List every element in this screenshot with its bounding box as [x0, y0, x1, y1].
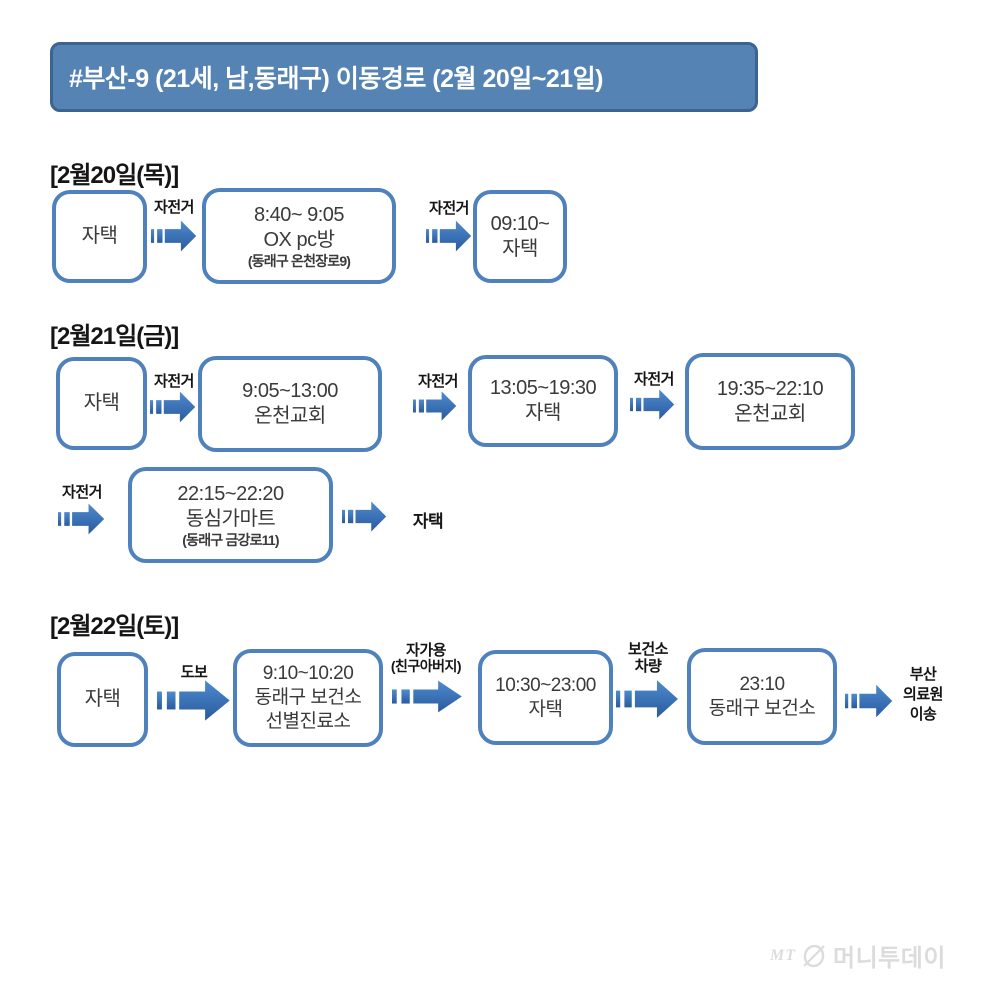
striped-arrow-icon — [630, 389, 675, 420]
stop-time: 10:30~23:00 — [495, 674, 596, 696]
stop-address: (동래구 온천장로9) — [247, 252, 351, 269]
stop-place: 자택 — [528, 698, 563, 720]
page-title: #부산-9 (21세, 남,동래구) 이동경로 (2월 20일~21일) — [69, 65, 603, 93]
striped-arrow-icon — [58, 503, 105, 535]
stop-place: 동심가마트 — [185, 507, 276, 530]
end-line3: 이송 — [909, 706, 937, 723]
mt-logo-text: MT — [770, 946, 796, 964]
day1-arrow2-label: 자전거 — [429, 200, 469, 217]
stop-place: 동래구 보건소 — [708, 697, 816, 719]
day3-arrow1-label: 도보 — [180, 664, 208, 681]
day1-stop2-box: 09:10~ 자택 — [473, 190, 567, 283]
striped-arrow-icon — [413, 391, 457, 421]
stop-time: 09:10~ — [490, 212, 550, 235]
stop-place: 동래구 보건소 — [254, 687, 362, 708]
stop-time: 8:40~ 9:05 — [253, 203, 345, 226]
day2-home-box: 자택 — [56, 357, 147, 450]
publisher-watermark: MT 머니투데이 — [770, 938, 946, 973]
stop-place: OX pc방 — [263, 228, 335, 251]
day3-label: [2월22일(토)] — [50, 613, 179, 640]
day3-end-block: 부산 의료원 이송 — [893, 665, 953, 725]
day2-label: [2월21일(금)] — [50, 323, 179, 350]
stop-place: 자택 — [502, 237, 538, 260]
day3-arrow2-label1: 자가용 — [406, 642, 446, 659]
end-line2: 의료원 — [903, 686, 943, 703]
day2-home-label: 자택 — [83, 392, 120, 414]
day1-stop1-box: 8:40~ 9:05 OX pc방 (동래구 온천장로9) — [202, 188, 396, 284]
day2-arrow2-label: 자전거 — [418, 373, 458, 390]
day1-home-box: 자택 — [52, 190, 147, 283]
striped-arrow-icon — [845, 684, 893, 718]
day1-home-label: 자택 — [81, 225, 118, 247]
publisher-name: 머니투데이 — [833, 945, 946, 972]
stop-time: 23:10 — [739, 673, 785, 695]
day2-stop1-box: 9:05~13:00 온천교회 — [198, 356, 382, 452]
striped-arrow-icon — [342, 501, 387, 532]
striped-arrow-icon — [157, 680, 230, 721]
day2-arrow1-label: 자전거 — [154, 373, 194, 390]
day3-arrow3-label1: 보건소 — [628, 641, 668, 658]
day2-arrow4-label: 자전거 — [62, 484, 102, 501]
end-line1: 부산 — [909, 666, 937, 683]
stop-place: 온천교회 — [734, 402, 806, 425]
circle-slash-icon — [803, 944, 825, 967]
striped-arrow-icon — [150, 391, 196, 423]
day2-stop3-box: 19:35~22:10 온천교회 — [685, 353, 855, 450]
striped-arrow-icon — [392, 680, 462, 713]
stop-time: 19:35~22:10 — [716, 377, 824, 400]
day3-arrow2-label2: (친구아버지) — [390, 658, 462, 674]
day3-home-box: 자택 — [57, 652, 148, 747]
stop-place2: 선별진료소 — [265, 711, 351, 732]
stop-place: 온천교회 — [254, 405, 326, 427]
striped-arrow-icon — [426, 220, 472, 252]
day1-arrow1-label: 자전거 — [154, 199, 194, 216]
stop-time: 22:15~22:20 — [177, 482, 284, 505]
day3-stop1-box: 9:10~10:20 동래구 보건소 선별진료소 — [233, 649, 383, 747]
stop-place: 자택 — [525, 402, 561, 424]
stop-time: 13:05~19:30 — [489, 377, 597, 399]
title-banner: #부산-9 (21세, 남,동래구) 이동경로 (2월 20일~21일) — [50, 42, 758, 112]
striped-arrow-icon — [616, 680, 678, 718]
day2-stop2-box: 13:05~19:30 자택 — [468, 355, 618, 447]
day3-stop2-box: 10:30~23:00 자택 — [478, 650, 613, 745]
day2-end-label: 자택 — [412, 512, 444, 531]
stop-address: (동래구 금강로11) — [182, 531, 279, 548]
stop-time: 9:05~13:00 — [242, 380, 338, 402]
day3-home-label: 자택 — [84, 688, 121, 710]
day1-label: [2월20일(목)] — [50, 162, 179, 189]
stop-time: 9:10~10:20 — [262, 663, 354, 684]
day2-arrow3-label: 자전거 — [634, 371, 674, 388]
day2-stop4-box: 22:15~22:20 동심가마트 (동래구 금강로11) — [128, 467, 333, 563]
day3-stop3-box: 23:10 동래구 보건소 — [687, 648, 837, 745]
striped-arrow-icon — [151, 220, 197, 252]
day3-arrow3-label2: 차량 — [634, 658, 662, 675]
